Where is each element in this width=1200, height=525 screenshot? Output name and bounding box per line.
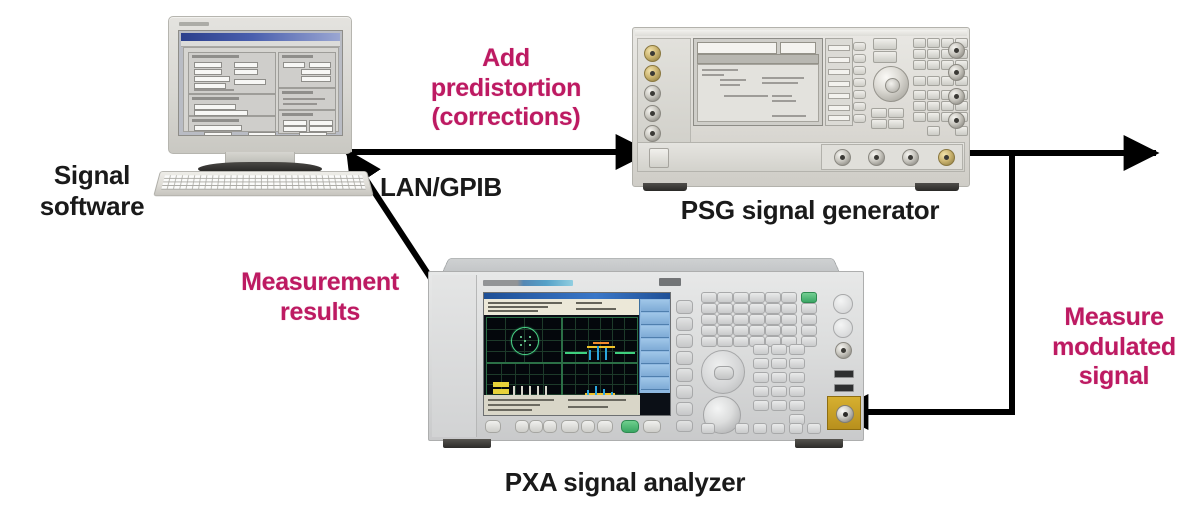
pxa-trace-constellation	[486, 317, 562, 363]
pxa-foot	[443, 439, 491, 448]
psg-top-edge	[635, 30, 967, 36]
pxa-chassis	[428, 271, 864, 448]
pxa-usb-port[interactable]	[834, 384, 854, 392]
psg-rotary-knob[interactable]	[873, 66, 909, 102]
psg-connector-io[interactable]	[948, 88, 965, 105]
psg-chassis	[632, 27, 970, 191]
psg-display	[693, 38, 823, 126]
pxa-trace-spectrum-upper	[562, 317, 638, 363]
dialog-button-row[interactable]	[299, 132, 327, 135]
software-window-menubar	[181, 41, 340, 47]
dialog-button-row[interactable]	[204, 132, 232, 135]
pxa-standby-button[interactable]	[833, 318, 853, 338]
psg-left-connector-bay	[637, 38, 691, 144]
pxa-probe-connector[interactable]	[835, 342, 852, 359]
psg-foot	[643, 183, 687, 191]
form-group-waveform	[188, 94, 276, 116]
psg-function-key[interactable]	[873, 38, 897, 50]
form-group-signal-generation	[188, 52, 276, 94]
psg-connector-aux[interactable]	[902, 149, 919, 166]
psg-softkey-labels	[825, 38, 853, 126]
psg-connector-io[interactable]	[644, 105, 661, 122]
pxa-power-button[interactable]	[833, 294, 853, 314]
pxa-rf-input-connector[interactable]	[827, 396, 861, 430]
computer-workstation[interactable]	[153, 16, 374, 197]
monitor-brand-logo	[179, 22, 209, 26]
pxa-foot	[795, 439, 843, 448]
psg-frequency-readout	[697, 42, 777, 54]
monitor-neck	[225, 152, 295, 164]
psg-function-key[interactable]	[873, 51, 897, 63]
pxa-front-panel-keys[interactable]	[701, 292, 831, 434]
psg-connector-io[interactable]	[644, 85, 661, 102]
software-window-titlebar	[181, 33, 340, 41]
psg-signal-generator[interactable]	[632, 27, 970, 191]
dialog-button-row[interactable]	[248, 132, 276, 135]
psg-rf-output-connector[interactable]	[938, 149, 955, 166]
form-group-payload-data	[278, 52, 336, 88]
psg-function-key[interactable]	[888, 119, 904, 129]
psg-foot	[915, 183, 959, 191]
psg-connector-aux[interactable]	[868, 149, 885, 166]
psg-connector-io[interactable]	[644, 45, 661, 62]
psg-output-connector-bay	[821, 144, 963, 170]
psg-amplitude-readout	[780, 42, 816, 54]
pxa-display-status-strip	[484, 395, 640, 415]
monitor-screen	[178, 30, 343, 136]
pxa-left-panel	[432, 275, 477, 437]
psg-softkey-buttons[interactable]	[852, 40, 866, 126]
pxa-right-column	[829, 292, 859, 434]
pxa-display-softkey-menu[interactable]	[639, 299, 670, 393]
psg-connector-aux[interactable]	[834, 149, 851, 166]
psg-connector-io[interactable]	[948, 112, 965, 129]
psg-function-key[interactable]	[871, 119, 887, 129]
label-measure-modulated-signal: Measure modulated signal	[1052, 303, 1176, 390]
pxa-display	[483, 292, 671, 416]
label-pxa-signal-analyzer: PXA signal analyzer	[504, 467, 746, 497]
psg-function-key[interactable]	[888, 108, 904, 118]
psg-connector-io[interactable]	[644, 65, 661, 82]
psg-right-connector-bay	[947, 38, 967, 144]
label-psg-signal-generator: PSG signal generator	[680, 195, 940, 225]
pxa-model-badge	[659, 278, 681, 286]
pxa-display-titlebar	[484, 293, 670, 299]
form-group-signal-allocation	[278, 110, 336, 134]
keyboard[interactable]	[153, 171, 374, 197]
pxa-display-bottom-keys[interactable]	[483, 418, 669, 436]
pxa-usb-port[interactable]	[834, 370, 854, 378]
pxa-softkey-more[interactable]	[676, 420, 693, 432]
label-add-predistortion: Add predistortion (corrections)	[430, 44, 582, 131]
psg-status-bar	[697, 54, 819, 64]
software-window-body	[183, 47, 339, 135]
psg-display-body	[697, 64, 819, 122]
label-lan-gpib: LAN/GPIB	[380, 172, 502, 202]
psg-connector-io[interactable]	[644, 125, 661, 142]
form-group-marker-config	[188, 116, 276, 132]
psg-power-switch[interactable]	[649, 148, 669, 168]
pxa-measurement-info-bar	[484, 299, 640, 315]
label-measurement-results: Measurement results	[241, 268, 399, 326]
pxa-brand-logo	[483, 280, 573, 286]
pxa-signal-analyzer[interactable]	[428, 253, 864, 453]
crt-monitor	[168, 16, 352, 154]
psg-function-key[interactable]	[871, 108, 887, 118]
form-group-rf-power-control	[278, 88, 336, 110]
pxa-navigation-wheel[interactable]	[701, 350, 745, 394]
psg-connector-io[interactable]	[948, 64, 965, 81]
psg-connector-io[interactable]	[948, 42, 965, 59]
label-signal-software: Signal software	[39, 160, 145, 221]
pxa-softkey-buttons[interactable]	[675, 294, 693, 416]
pxa-numeric-keypad[interactable]	[753, 344, 809, 430]
